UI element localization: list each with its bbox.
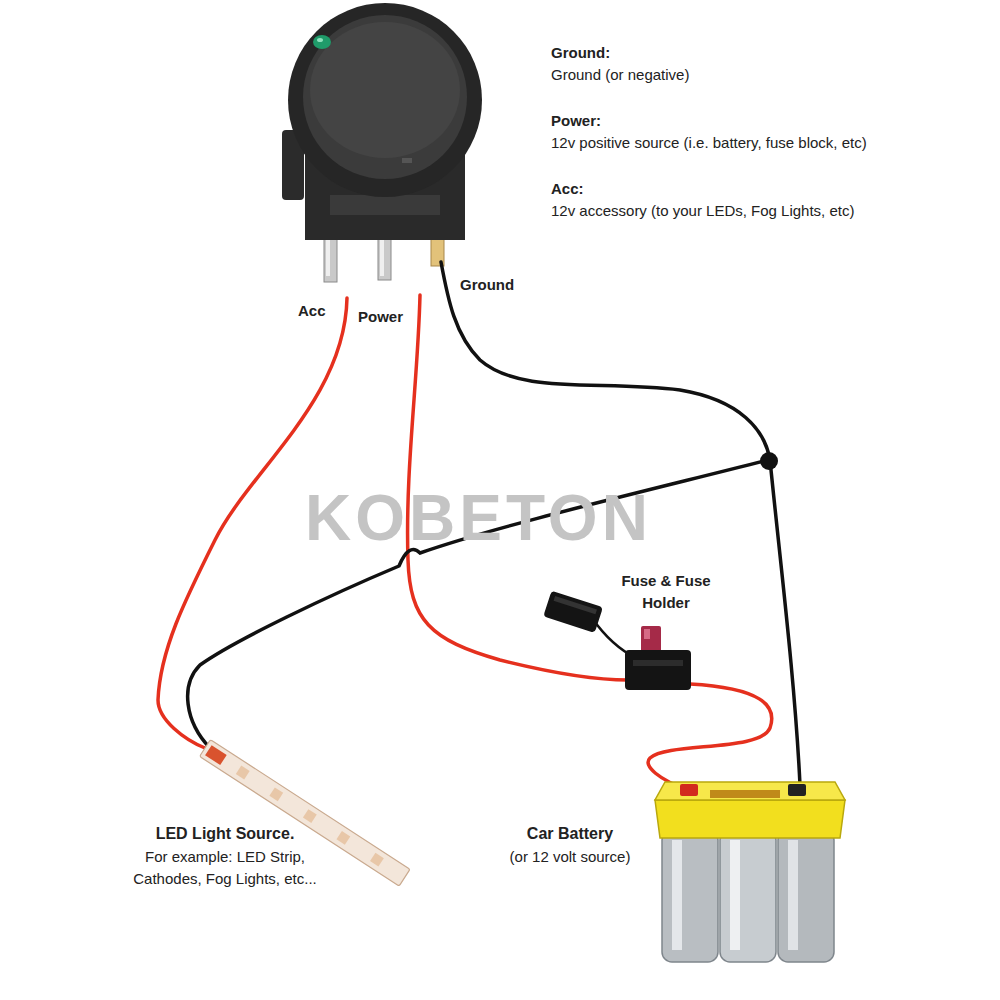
part-label: Fuse & Fuse Holder bbox=[606, 570, 726, 614]
watermark: KOBETON bbox=[305, 478, 652, 558]
legend-text: Ground (or negative) bbox=[551, 64, 689, 86]
legend-text: 12v positive source (i.e. battery, fuse … bbox=[551, 132, 867, 154]
legend-heading: Ground: bbox=[551, 42, 610, 64]
pin-name: Acc bbox=[298, 300, 326, 322]
legend-heading: Power: bbox=[551, 110, 601, 132]
part-label: Car Battery bbox=[470, 824, 670, 844]
part-note: For example: LED Strip, Cathodes, Fog Li… bbox=[120, 846, 330, 890]
pin-name: Power bbox=[358, 306, 403, 328]
rocker-switch bbox=[282, 3, 482, 240]
legend-text: 12v accessory (to your LEDs, Fog Lights,… bbox=[551, 200, 854, 222]
wires bbox=[158, 262, 800, 790]
legend-heading: Acc: bbox=[551, 178, 584, 200]
junction-dot bbox=[760, 452, 778, 470]
pin-name: Ground bbox=[460, 274, 514, 296]
part-label: LED Light Source. bbox=[95, 824, 355, 844]
car-battery bbox=[655, 782, 845, 962]
part-note: (or 12 volt source) bbox=[470, 846, 670, 868]
